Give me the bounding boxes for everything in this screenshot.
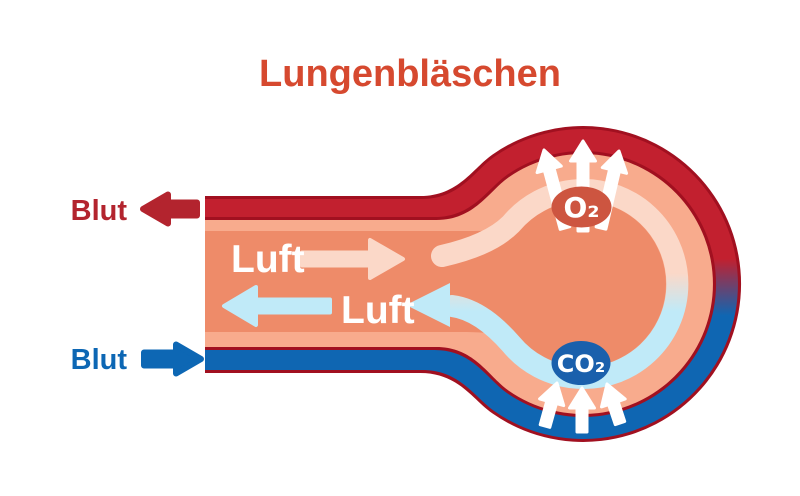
air-in-label: Luft (231, 238, 305, 281)
co2-diffusion-arrow-mid-icon (568, 386, 596, 434)
o2-label: O₂ (563, 191, 599, 224)
page-title: Lungenbläschen (259, 53, 561, 95)
air-in-arrow-icon (300, 238, 405, 280)
blood-out-arrow-icon (140, 191, 200, 227)
alveolus-interior (205, 201, 666, 367)
air-flow-band (431, 179, 689, 389)
air-out-label: Luft (341, 289, 415, 332)
air-out-arrow-icon (222, 285, 332, 327)
co2-label: CO₂ (557, 350, 606, 378)
co2-bubble (551, 341, 611, 385)
blood-in-label: Blut (71, 344, 128, 376)
co2-diffusion-arrow-right-icon (600, 382, 627, 427)
blood-out-label: Blut (71, 195, 128, 227)
air-out-band-arrowhead-icon (406, 283, 450, 327)
co2-diffusion-arrow-left-icon (538, 381, 566, 429)
o2-bubble (551, 186, 612, 228)
blood-in-arrow-icon (141, 341, 204, 377)
